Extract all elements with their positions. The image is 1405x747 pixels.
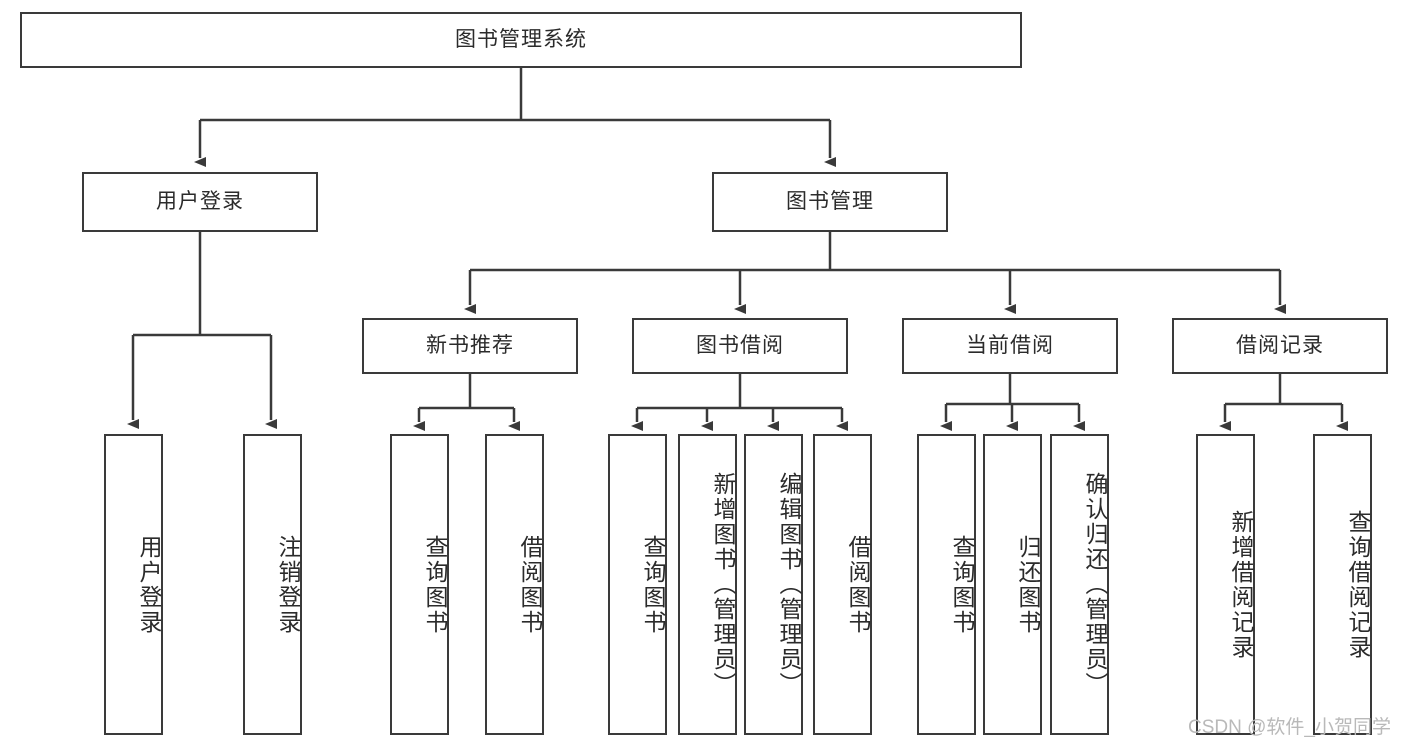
leaf-user-logout[interactable]: 注销登录 (243, 434, 302, 735)
leaf-user-login[interactable]: 用户登录 (104, 434, 163, 735)
node-book-borrow-label: 图书借阅 (696, 334, 784, 358)
leaf-add-book-label: 新增图书（管理员） (710, 472, 736, 697)
node-current-borrow[interactable]: 当前借阅 (902, 318, 1118, 374)
node-new-book-rec[interactable]: 新书推荐 (362, 318, 578, 374)
node-current-borrow-label: 当前借阅 (966, 334, 1054, 358)
leaf-confirm-return-label: 确认归还（管理员） (1082, 472, 1108, 697)
leaf-add-book[interactable]: 新增图书（管理员） (678, 434, 737, 735)
leaf-user-login-label: 用户登录 (136, 534, 162, 635)
leaf-edit-book-label: 编辑图书（管理员） (776, 472, 802, 697)
node-root-label: 图书管理系统 (455, 28, 587, 52)
leaf-query-record[interactable]: 查询借阅记录 (1313, 434, 1372, 735)
node-root[interactable]: 图书管理系统 (20, 12, 1022, 68)
leaf-query-book-borrow-label: 查询图书 (640, 534, 666, 635)
leaf-add-record[interactable]: 新增借阅记录 (1196, 434, 1255, 735)
node-new-book-rec-label: 新书推荐 (426, 334, 514, 358)
node-book-manage[interactable]: 图书管理 (712, 172, 948, 232)
leaf-return-book[interactable]: 归还图书 (983, 434, 1042, 735)
leaf-user-logout-label: 注销登录 (275, 534, 301, 635)
node-borrow-record-label: 借阅记录 (1236, 334, 1324, 358)
node-user-login[interactable]: 用户登录 (82, 172, 318, 232)
leaf-edit-book[interactable]: 编辑图书（管理员） (744, 434, 803, 735)
leaf-query-book-current-label: 查询图书 (949, 534, 975, 635)
leaf-query-book-current[interactable]: 查询图书 (917, 434, 976, 735)
leaf-borrow-book-rec-label: 借阅图书 (517, 534, 543, 635)
node-user-login-label: 用户登录 (156, 190, 244, 214)
leaf-query-record-label: 查询借阅记录 (1345, 509, 1371, 660)
node-borrow-record[interactable]: 借阅记录 (1172, 318, 1388, 374)
leaf-borrow-book[interactable]: 借阅图书 (813, 434, 872, 735)
leaf-query-book-rec[interactable]: 查询图书 (390, 434, 449, 735)
leaf-borrow-book-label: 借阅图书 (845, 534, 871, 635)
leaf-borrow-book-rec[interactable]: 借阅图书 (485, 434, 544, 735)
node-book-manage-label: 图书管理 (786, 190, 874, 214)
leaf-query-book-rec-label: 查询图书 (422, 534, 448, 635)
leaf-return-book-label: 归还图书 (1015, 534, 1041, 635)
leaf-query-book-borrow[interactable]: 查询图书 (608, 434, 667, 735)
node-book-borrow[interactable]: 图书借阅 (632, 318, 848, 374)
leaf-confirm-return[interactable]: 确认归还（管理员） (1050, 434, 1109, 735)
watermark: CSDN @软件_小贺同学 (1188, 717, 1391, 738)
leaf-add-record-label: 新增借阅记录 (1228, 509, 1254, 660)
